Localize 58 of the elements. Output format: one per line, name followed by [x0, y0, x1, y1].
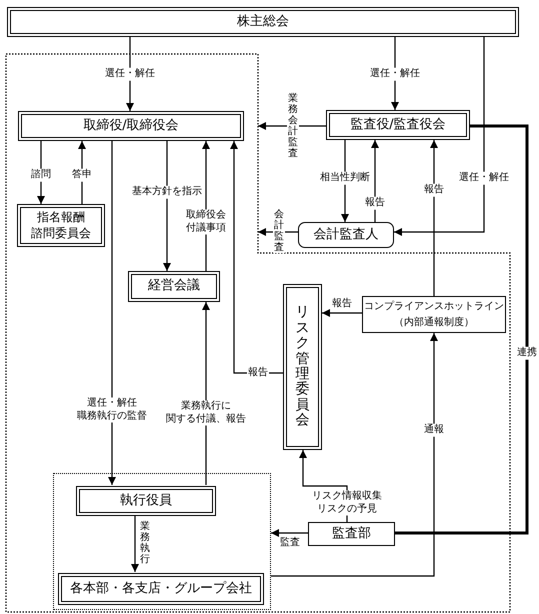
edge-label: リスク情報収集リスクの予見 — [311, 490, 383, 516]
arrow — [271, 529, 308, 537]
box-label: 指名報酬諮問委員会 — [31, 210, 91, 242]
process-box — [283, 284, 322, 450]
arrow — [371, 140, 379, 222]
arrow — [430, 140, 438, 296]
edge-label: 答申 — [71, 168, 93, 182]
edge-label: 報告 — [423, 184, 445, 196]
box-label: 監査部 — [332, 526, 371, 542]
edge-label: 報告 — [247, 366, 269, 380]
edge-label: 業務執行 — [139, 521, 151, 565]
edge-label: 報告 — [331, 298, 353, 310]
edge-label: 会計監査 — [273, 209, 285, 253]
edge-label: 業務会計監査 — [287, 93, 299, 159]
box-label: 執行役員 — [120, 492, 172, 510]
edge-label: 報告 — [364, 196, 386, 210]
edge-label: 諮問 — [30, 168, 52, 182]
process-box — [308, 522, 395, 546]
edge-label: 取締役会付議事項 — [185, 210, 227, 234]
process-box — [76, 486, 216, 516]
process-box — [58, 573, 264, 605]
process-box — [17, 204, 105, 247]
box-label: 各本部・各支店・グループ会社 — [70, 580, 252, 598]
arrow — [78, 141, 86, 204]
box-label: 経営会議 — [148, 278, 200, 295]
arrow — [131, 515, 139, 572]
process-box — [18, 111, 244, 141]
box-label: コンプライアンスホットライン — [364, 300, 504, 313]
box-label: 取締役/取締役会 — [83, 118, 179, 134]
dotted-group-frame — [53, 473, 271, 610]
edge-label: 選任・解任 — [104, 68, 156, 80]
arrow — [163, 141, 171, 271]
process-box — [362, 296, 506, 333]
arrow — [37, 141, 45, 204]
box-sublabel: （内部通報制度） — [394, 316, 474, 329]
connector-line — [395, 124, 528, 534]
arrow — [271, 333, 438, 577]
edge-label: 相当性判断 — [319, 172, 371, 184]
box-label: リスク管理委員会 — [296, 305, 310, 429]
box-label: 監査役/監査役会 — [350, 116, 446, 134]
edge-label: 監査 — [279, 536, 301, 550]
arrow — [394, 37, 485, 236]
arrow — [108, 141, 116, 485]
box-label: 株主総会 — [237, 14, 289, 30]
edge-label: 選任・解任職務執行の監督 — [76, 398, 148, 422]
edge-label: 選任・解任 — [458, 172, 510, 184]
process-box — [128, 271, 220, 302]
arrow — [230, 141, 283, 374]
box-label: 会計監査人 — [314, 226, 378, 244]
edge-label: 連携 — [516, 346, 538, 360]
header-box — [7, 7, 519, 37]
edge-label: 業務執行に関する付議、報告 — [165, 400, 247, 426]
process-box — [326, 110, 470, 140]
edge-label: 選任・解任 — [369, 68, 421, 80]
rounded-box — [298, 222, 394, 248]
edge-label: 基本方針を指示 — [131, 186, 203, 198]
edge-label: 通報 — [423, 424, 445, 436]
arrow — [322, 309, 362, 317]
